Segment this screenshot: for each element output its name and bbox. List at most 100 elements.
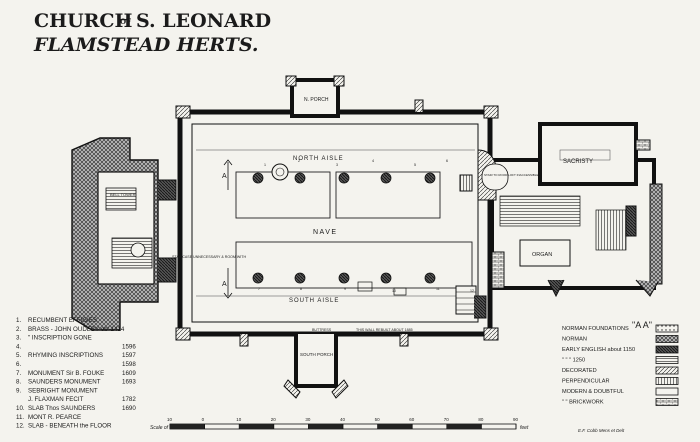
southeast-steps	[455, 285, 487, 319]
north-porch: N. PORCH	[285, 75, 345, 118]
key-row: 8. SAUNDERS MONUMENT 1693	[16, 379, 136, 386]
legend-swatch	[655, 398, 679, 406]
title-saint-name: S. LEONARD	[136, 10, 271, 32]
key-row: 6. 1598	[16, 361, 136, 368]
key-text: RHYMING INSCRIPTIONS	[28, 352, 103, 359]
scale-segment	[170, 424, 205, 429]
key-text: MONT R. PEARCE	[28, 414, 81, 421]
legend-heading: "A A"	[632, 320, 652, 330]
draughtsman-credit: E.F. Cobb Mens et Delt	[578, 428, 625, 433]
chancel: SACRISTY ORGAN	[490, 122, 663, 298]
legend-label: PERPENDICULAR	[562, 379, 610, 385]
key-year: 1598	[122, 361, 136, 368]
north-porch-label: N. PORCH	[304, 97, 329, 103]
scale-tick-label: 10	[167, 417, 173, 422]
key-number: 12.	[16, 423, 25, 430]
key-row: 3." INSCRIPTION GONE	[16, 335, 92, 342]
key-text: " INSCRIPTION GONE	[28, 335, 92, 342]
legend-item: " " " 1250	[562, 356, 679, 364]
legend-label: MODERN & DOUBTFUL	[562, 389, 624, 395]
period-legend: "A A" NORMAN FOUNDATIONS NORMAN EARLY ENGL…	[562, 320, 679, 406]
scale-tick-label: 10	[236, 417, 242, 422]
south-porch-label: SOUTH PORCH	[300, 352, 333, 357]
key-row: 9.SEBRIGHT MONUMENT	[16, 387, 98, 394]
key-number: 7.	[16, 370, 21, 377]
key-year: 1596	[122, 343, 136, 350]
key-number: 5.	[16, 352, 21, 359]
key-row: 5. RHYMING INSCRIPTIONS 1597	[16, 352, 136, 359]
nave-walls	[175, 99, 499, 347]
key-number: 8.	[16, 379, 21, 386]
key-year: 1609	[122, 370, 136, 377]
south-porch: SOUTH PORCH	[283, 334, 349, 399]
legend-swatch	[655, 387, 679, 396]
staircase-note: STAIRCASE UNNECESSARY & ROOM WITH	[172, 255, 246, 259]
legend-swatch	[655, 377, 679, 385]
legend-item: NORMAN FOUNDATIONS	[562, 324, 679, 333]
key-row: J. FLAXMAN FECIT 1782	[28, 396, 136, 403]
monument-marker: 5	[414, 163, 416, 167]
plan-text: NORTH AISLE NAVE SOUTH AISLE STAIRCASE U…	[172, 156, 413, 332]
scale-segment	[308, 424, 343, 429]
legend-swatch	[655, 324, 679, 333]
key-text: SAUNDERS MONUMENT	[28, 379, 101, 386]
west-tower: BELL TOWER	[71, 137, 177, 331]
scale-tick-label: 30	[305, 417, 311, 422]
key-number: 10.	[16, 405, 25, 412]
section-mark-south: A	[222, 281, 227, 288]
legend-item: EARLY ENGLISH about 1150	[562, 345, 679, 354]
key-row: 11.MONT R. PEARCE	[16, 414, 81, 421]
key-year: 1690	[122, 405, 136, 412]
key-text: BRASS - JOHN OUDEBY ob' 1414	[28, 326, 125, 333]
scale-label: Scale of	[150, 425, 169, 431]
key-year: 1693	[122, 379, 136, 386]
monument-marker: 10	[392, 289, 396, 293]
scale-segment	[446, 424, 482, 429]
monument-marker: 3	[336, 163, 338, 167]
key-row: 7. MONUMENT Sir B. FOUKE 1609	[16, 370, 136, 377]
key-row: 12.SLAB - BENEATH the FLOOR	[16, 423, 112, 430]
title-block: CHURCH OF S. LEONARD FLAMSTEAD HERTS.	[33, 10, 271, 56]
section-mark-north: A	[222, 173, 227, 180]
legend-label: NORMAN	[562, 337, 587, 343]
key-text: J. FLAXMAN FECIT	[28, 396, 84, 403]
key-year: 1782	[122, 396, 136, 403]
monument-marker: 4	[372, 159, 374, 163]
legend-swatch	[655, 356, 679, 364]
scale-tick-label: 20	[271, 417, 277, 422]
tower-label: BELL TOWER	[110, 192, 136, 197]
legend-swatch	[655, 366, 679, 375]
organ-label: ORGAN	[532, 252, 552, 258]
monument-marker: 2	[298, 159, 300, 163]
scale-unit: feet	[520, 425, 529, 431]
legend-item: DECORATED	[562, 366, 679, 375]
monument-marker: 8	[300, 287, 302, 291]
key-row: 2.BRASS - JOHN OUDEBY ob' 1414	[16, 326, 125, 333]
legend-item: NORMAN	[562, 335, 679, 343]
nave-label: NAVE	[313, 229, 338, 236]
monument-marker: 11	[436, 287, 440, 291]
scale-segment	[377, 424, 413, 429]
key-text: SLAB - BENEATH the FLOOR	[28, 423, 112, 430]
legend-label: " " BRICKWORK	[562, 400, 604, 406]
monument-marker: 12	[470, 289, 474, 293]
key-year: 1597	[122, 352, 136, 359]
key-text: MONUMENT Sir B. FOUKE	[28, 370, 104, 377]
scale-tick-label: 80	[478, 417, 484, 422]
buttress-note: BUTTRESS	[312, 328, 332, 332]
rood-stair-label: STAIR TO ROOD LOFT INACCESSIBLE	[484, 173, 538, 177]
legend-label: DECORATED	[562, 368, 597, 374]
legend-swatch	[655, 345, 679, 354]
key-text: SEBRIGHT MONUMENT	[28, 387, 98, 394]
monument-marker: 1	[264, 163, 266, 167]
key-number: 6.	[16, 361, 21, 368]
section-markers: A A	[222, 159, 233, 299]
legend-label: EARLY ENGLISH about 1150	[562, 347, 635, 353]
scale-segment	[239, 424, 274, 429]
wall-note: THIS WALL REBUILT ABOUT 1885	[356, 328, 413, 332]
sacristy-label: SACRISTY	[563, 159, 593, 165]
